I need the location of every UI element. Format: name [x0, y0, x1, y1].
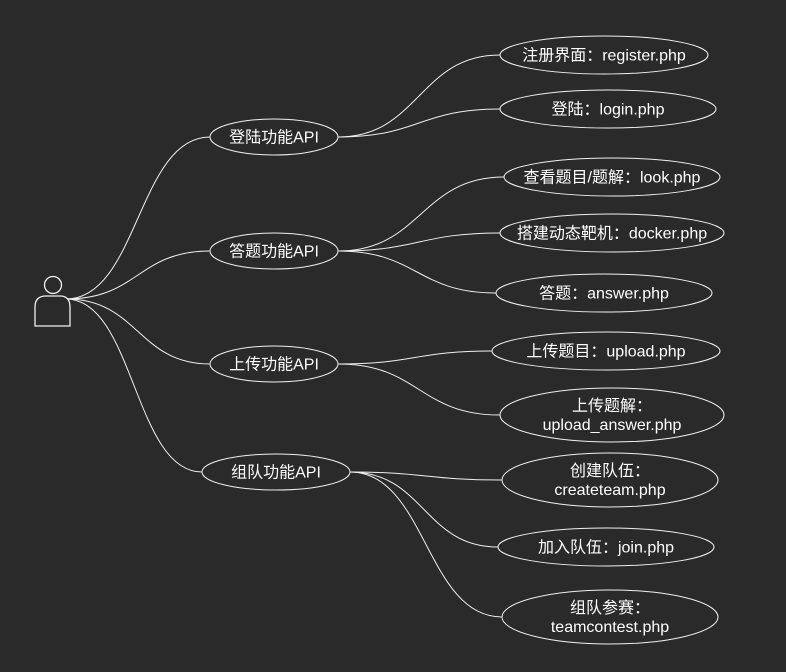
- node-docker: 搭建动态靶机：docker.php: [499, 213, 725, 253]
- node-upload-shape: [491, 331, 721, 371]
- node-login-shape: [499, 89, 717, 129]
- node-createteam-shape: [501, 452, 719, 508]
- edge-login-api-login: [337, 108, 501, 138]
- edge-answer-api-look: [337, 176, 505, 252]
- node-answer-api-shape: [209, 232, 339, 270]
- node-docker-shape: [499, 213, 725, 253]
- node-upload: 上传题目：upload.php: [491, 331, 721, 371]
- node-upload-api-shape: [209, 345, 339, 383]
- edge-team-api-createteam: [349, 471, 503, 481]
- node-register-label: 注册界面：register.php: [522, 47, 686, 65]
- edge-answer-api-answer: [337, 250, 497, 294]
- edge-team-api-teamcontest: [349, 471, 503, 618]
- node-teamcontest: 组队参赛： teamcontest.php: [501, 589, 719, 645]
- node-register-shape: [499, 35, 709, 75]
- node-createteam-label: createteam.php: [554, 482, 665, 499]
- edge-upload-api-upload-answer: [337, 363, 501, 416]
- node-upload-answer-label: 上传题解：: [572, 397, 652, 415]
- node-answer-api: 答题功能API: [209, 232, 339, 270]
- node-createteam-label: 创建队伍：: [570, 462, 650, 480]
- node-upload-answer-label: upload_answer.php: [543, 417, 682, 434]
- node-look-shape: [503, 157, 721, 197]
- node-upload-api: 上传功能API: [209, 345, 339, 383]
- node-answer-label: 答题：answer.php: [539, 285, 669, 303]
- user-icon: [34, 275, 71, 327]
- node-join-shape: [497, 527, 715, 567]
- node-teamcontest-shape: [501, 589, 719, 645]
- node-createteam: 创建队伍： createteam.php: [501, 452, 719, 508]
- node-team-api: 组队功能API: [201, 453, 351, 491]
- node-login-api: 登陆功能API: [209, 118, 339, 156]
- node-answer-shape: [495, 273, 713, 313]
- node-join-label: 加入队伍：join.php: [538, 539, 674, 557]
- node-teamcontest-label: 组队参赛：: [570, 598, 650, 617]
- node-teamcontest-label: teamcontest.php: [551, 619, 669, 636]
- node-login-label: 登陆：login.php: [552, 101, 665, 119]
- nodes-layer: 登陆功能API 注册界面：register.php 登陆：login.php 答题功能…: [201, 35, 725, 645]
- edge-root-team-api: [65, 298, 203, 473]
- edges-layer: [65, 54, 505, 618]
- node-docker-label: 搭建动态靶机：docker.php: [517, 225, 707, 243]
- node-look-label: 查看题目/题解：look.php: [524, 169, 701, 187]
- node-login-api-shape: [209, 118, 339, 156]
- edge-root-upload-api: [65, 298, 211, 365]
- node-answer: 答题：answer.php: [495, 273, 713, 313]
- node-upload-answer-shape: [499, 387, 725, 443]
- node-team-api-label: 组队功能API: [231, 464, 321, 482]
- node-register: 注册界面：register.php: [499, 35, 709, 75]
- node-answer-api-label: 答题功能API: [229, 243, 319, 261]
- edge-answer-api-docker: [337, 232, 501, 252]
- node-look: 查看题目/题解：look.php: [503, 157, 721, 197]
- node-team-api-shape: [201, 453, 351, 491]
- node-upload-answer: 上传题解： upload_answer.php: [499, 387, 725, 443]
- edge-login-api-register: [337, 54, 501, 138]
- edge-upload-api-upload: [337, 350, 493, 365]
- edge-team-api-join: [349, 471, 499, 548]
- edge-root-answer-api: [65, 250, 211, 300]
- node-upload-api-label: 上传功能API: [229, 356, 319, 374]
- edge-root-login-api: [65, 136, 211, 300]
- node-login: 登陆：login.php: [499, 89, 717, 129]
- node-login-api-label: 登陆功能API: [229, 129, 319, 147]
- node-join: 加入队伍：join.php: [497, 527, 715, 567]
- node-upload-label: 上传题目：upload.php: [526, 343, 685, 361]
